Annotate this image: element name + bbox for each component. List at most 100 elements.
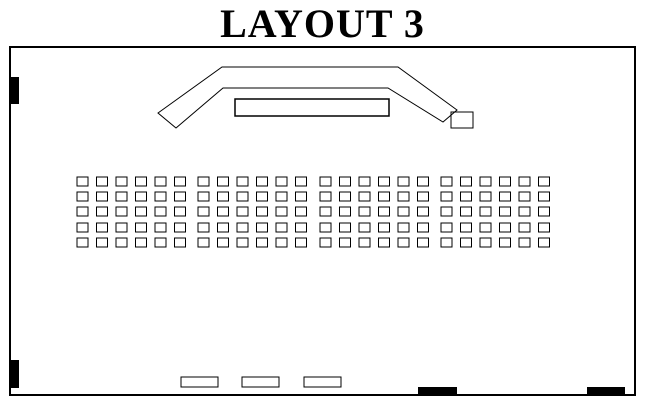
- seat: [275, 206, 288, 217]
- seat: [236, 237, 249, 248]
- seat: [76, 191, 89, 202]
- seat: [295, 191, 307, 202]
- seat: [479, 176, 492, 187]
- seat: [339, 222, 351, 233]
- seat: [319, 222, 332, 233]
- seat: [339, 191, 351, 202]
- seat: [499, 237, 511, 248]
- seat: [397, 191, 410, 202]
- seat: [295, 176, 307, 187]
- seat: [518, 222, 531, 233]
- seat: [96, 206, 108, 217]
- seat: [460, 237, 472, 248]
- seat: [236, 206, 249, 217]
- seat: [154, 222, 167, 233]
- seat: [460, 176, 472, 187]
- seat: [154, 237, 167, 248]
- seat: [76, 176, 89, 187]
- seat: [154, 206, 167, 217]
- seat: [499, 206, 511, 217]
- seat: [256, 191, 268, 202]
- seat: [135, 222, 147, 233]
- door-left-top: [10, 77, 19, 104]
- seat: [295, 222, 307, 233]
- door-left-bottom: [10, 360, 19, 388]
- stage-platform: [157, 66, 458, 129]
- seat: [295, 206, 307, 217]
- seat: [440, 206, 453, 217]
- seat: [417, 237, 429, 248]
- seat: [499, 176, 511, 187]
- seat: [154, 176, 167, 187]
- seat: [518, 191, 531, 202]
- seat: [135, 206, 147, 217]
- seat: [197, 176, 210, 187]
- seat: [115, 206, 128, 217]
- seat: [378, 191, 390, 202]
- seat: [378, 176, 390, 187]
- seat: [440, 176, 453, 187]
- seat: [256, 176, 268, 187]
- seat: [197, 191, 210, 202]
- seat: [339, 176, 351, 187]
- seat: [275, 237, 288, 248]
- seat: [197, 206, 210, 217]
- seat: [319, 237, 332, 248]
- seat: [115, 191, 128, 202]
- seat: [319, 191, 332, 202]
- seat: [538, 191, 550, 202]
- seat: [174, 191, 186, 202]
- seat: [236, 222, 249, 233]
- seat: [256, 237, 268, 248]
- seat: [319, 176, 332, 187]
- seat: [197, 222, 210, 233]
- seat: [76, 237, 89, 248]
- seat: [538, 176, 550, 187]
- seat: [275, 191, 288, 202]
- head-table: [234, 98, 390, 117]
- seat: [217, 237, 229, 248]
- seat: [397, 176, 410, 187]
- door-bottom-right: [587, 387, 625, 396]
- seat: [174, 222, 186, 233]
- seat: [319, 206, 332, 217]
- seat: [460, 191, 472, 202]
- seat: [339, 237, 351, 248]
- seat: [538, 206, 550, 217]
- seat: [135, 176, 147, 187]
- seat: [358, 237, 371, 248]
- seat: [96, 191, 108, 202]
- seat: [460, 222, 472, 233]
- seat: [115, 176, 128, 187]
- seat: [217, 206, 229, 217]
- seat: [174, 206, 186, 217]
- seat: [440, 237, 453, 248]
- seat: [518, 176, 531, 187]
- seat: [217, 191, 229, 202]
- seat: [358, 206, 371, 217]
- seat: [397, 237, 410, 248]
- room-outline: [9, 46, 636, 396]
- seat: [499, 191, 511, 202]
- seat: [358, 222, 371, 233]
- seating-area: [76, 176, 550, 248]
- seat: [417, 222, 429, 233]
- seat: [76, 206, 89, 217]
- seat: [275, 222, 288, 233]
- seat: [135, 191, 147, 202]
- seat: [339, 206, 351, 217]
- seat: [96, 176, 108, 187]
- seat: [174, 237, 186, 248]
- layout-title: LAYOUT 3: [220, 1, 425, 46]
- seat: [275, 176, 288, 187]
- seat: [358, 176, 371, 187]
- seat: [440, 222, 453, 233]
- seat: [115, 237, 128, 248]
- seat: [96, 222, 108, 233]
- seat: [397, 206, 410, 217]
- seat: [378, 237, 390, 248]
- seat: [479, 222, 492, 233]
- seat: [115, 222, 128, 233]
- seat: [479, 206, 492, 217]
